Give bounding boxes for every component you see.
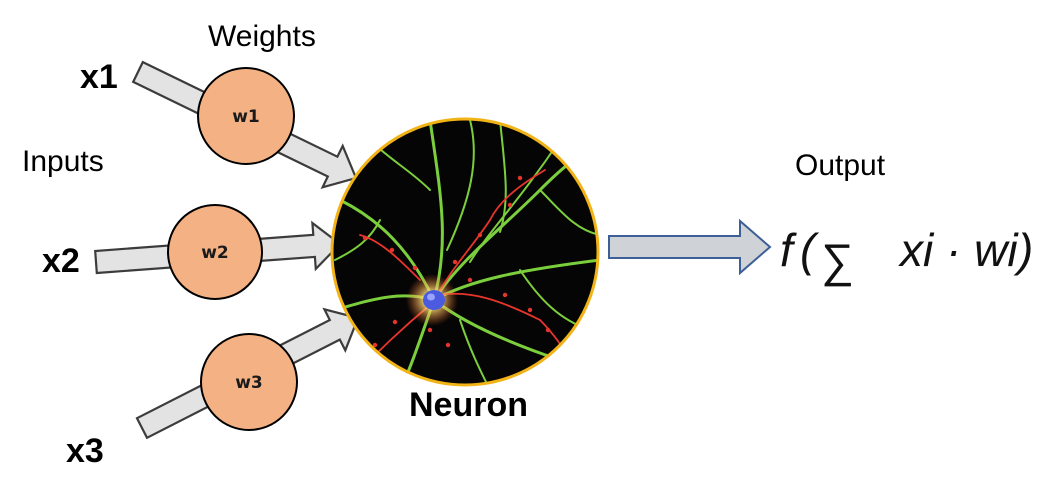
neuron-border	[330, 117, 600, 387]
synapse-dot	[545, 327, 551, 333]
weight-node-w3: w3	[200, 333, 298, 431]
input-label-x2: x2	[42, 242, 80, 280]
dendrite-green	[334, 219, 381, 261]
weight-circle	[197, 67, 295, 165]
synapse-dot	[562, 345, 568, 351]
synapse-dot	[452, 259, 458, 265]
formula-open-paren: (	[800, 224, 820, 276]
input-label-x3: x3	[66, 432, 104, 470]
dendrite-green	[469, 139, 561, 263]
synapse-dot	[427, 327, 433, 333]
synapse-dot	[372, 342, 378, 348]
weight-circle	[200, 333, 298, 431]
synapse-dot	[467, 277, 473, 283]
weight-label-w3: w3	[235, 373, 263, 393]
synapse-dot	[477, 232, 483, 238]
weight-label-w2: w2	[201, 243, 229, 263]
formula-function: f	[780, 224, 797, 276]
neuron-image	[330, 117, 600, 387]
formula-sigma: ∑	[820, 234, 853, 287]
synapse-dot	[445, 342, 451, 348]
dendrite-green	[499, 119, 507, 233]
weight-node-w2: w2	[167, 204, 263, 300]
dendrite-red	[489, 169, 546, 221]
synapse-dot	[392, 319, 398, 325]
inputs-label: Inputs	[22, 145, 104, 178]
formula-body: xi · wi	[898, 224, 1019, 276]
neuron-label: Neuron	[409, 386, 528, 424]
synapse-dot	[362, 235, 368, 241]
dendrite-green	[539, 189, 598, 236]
synapse-dot	[412, 265, 418, 271]
weights-label: Weights	[208, 20, 316, 53]
activation-formula: f ( ∑ xi · wi )	[780, 224, 1033, 287]
dendrite-green	[446, 119, 475, 251]
synapse-dot	[517, 175, 523, 181]
weight-label-w1: w1	[232, 107, 260, 127]
synapse-dot	[389, 247, 395, 253]
weight-node-w1: w1	[197, 67, 295, 165]
formula-close-paren: )	[1013, 224, 1033, 276]
synapse-dot	[502, 292, 508, 298]
output-arrow	[608, 218, 772, 276]
synapse-dot	[507, 202, 513, 208]
input-label-x1: x1	[80, 58, 118, 96]
synapse-dot	[527, 307, 533, 313]
neuron-nucleus	[423, 290, 445, 310]
output-label: Output	[795, 149, 886, 182]
weight-circle	[167, 204, 263, 300]
